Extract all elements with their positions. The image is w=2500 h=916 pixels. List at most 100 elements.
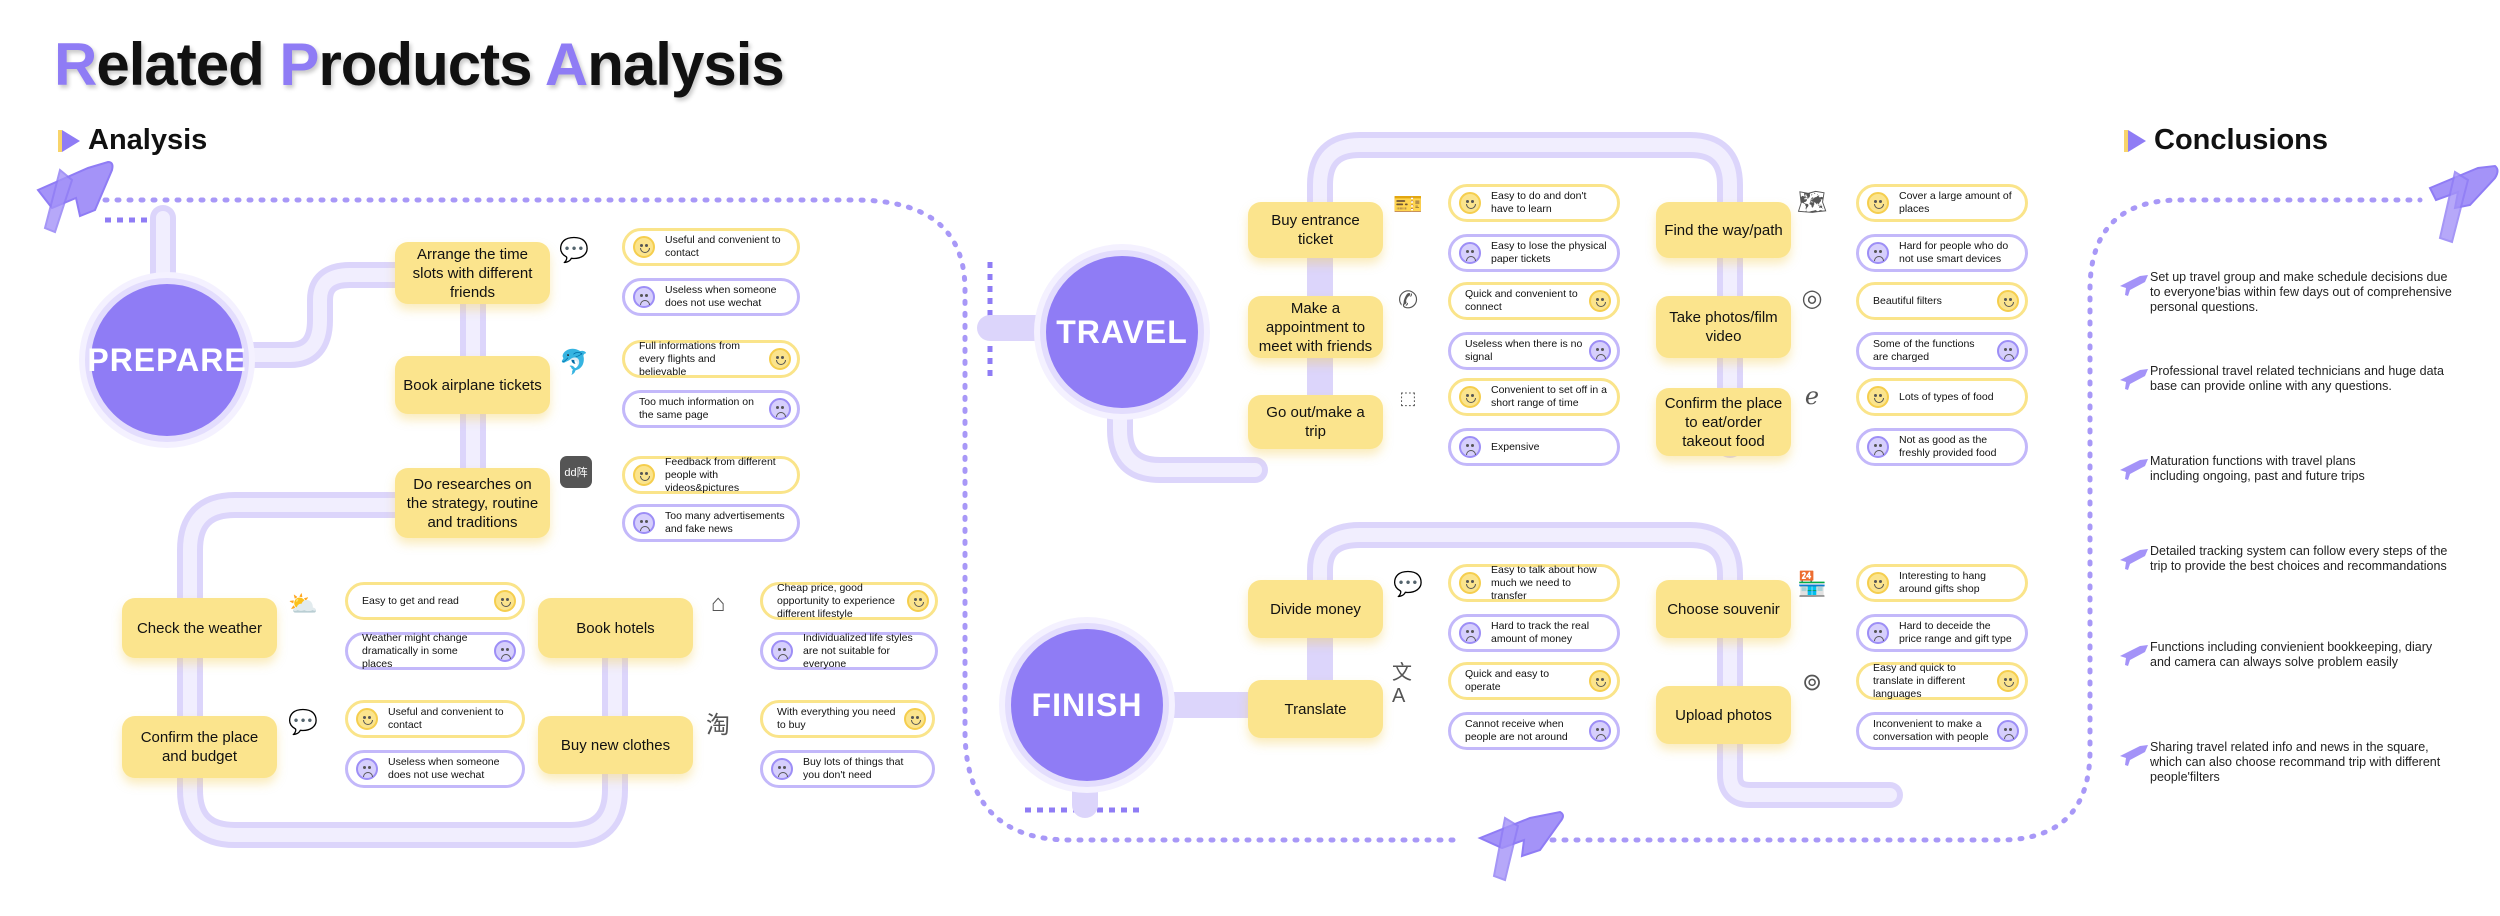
happy-face-icon	[633, 236, 655, 258]
sad-face-icon	[1459, 436, 1481, 458]
translate-icon: 文A	[1392, 662, 1412, 707]
sad-face-icon	[769, 398, 791, 420]
con-pill: Too much information on the same page	[622, 390, 800, 428]
step-upload-photos: Upload photos	[1656, 686, 1791, 744]
pro-pill: Full informations from every flights and…	[622, 340, 800, 378]
sad-face-icon	[494, 640, 516, 662]
ticket-icon: 🎫	[1393, 190, 1423, 218]
step-take-photos: Take photos/film video	[1656, 296, 1791, 358]
pro-pill: Convenient to set off in a short range o…	[1448, 378, 1620, 416]
phone-icon: ✆	[1397, 286, 1419, 314]
camera-icon: ◎	[1801, 284, 1823, 312]
pro-pill: Lots of types of food	[1856, 378, 2028, 416]
wechat-icon: 💬	[559, 236, 589, 264]
step-book-hotels: Book hotels	[538, 598, 693, 658]
con-pill: Useless when someone does not use wechat	[345, 750, 525, 788]
step-find-the-way: Find the way/path	[1656, 202, 1791, 258]
happy-face-icon	[1867, 192, 1889, 214]
happy-face-icon	[356, 708, 378, 730]
wechat-icon: 💬	[1393, 570, 1423, 598]
finish-circle: FINISH	[1005, 623, 1169, 787]
eleme-icon: ℯ	[1804, 382, 1820, 410]
happy-face-icon	[1589, 670, 1611, 692]
step-check-weather: Check the weather	[122, 598, 277, 658]
con-pill: Not as good as the freshly provided food	[1856, 428, 2028, 466]
airplane-icon	[2120, 459, 2148, 480]
step-confirm-place-budget: Confirm the place and budget	[122, 716, 277, 778]
sad-face-icon	[771, 640, 793, 662]
sad-face-icon	[771, 758, 793, 780]
happy-face-icon	[1997, 670, 2019, 692]
pro-pill: Interesting to hang around gifts shop	[1856, 564, 2028, 602]
pro-pill: Easy to get and read	[345, 582, 525, 620]
airplane-icon	[36, 160, 2499, 882]
airbnb-icon: ⌂	[710, 590, 726, 617]
airplane-icon	[2120, 275, 2148, 296]
step-divide-money: Divide money	[1248, 580, 1383, 638]
happy-face-icon	[1867, 572, 1889, 594]
happy-face-icon	[1459, 386, 1481, 408]
step-buy-clothes: Buy new clothes	[538, 716, 693, 774]
pro-pill: Cover a large amount of places	[1856, 184, 2028, 222]
happy-face-icon	[1589, 290, 1611, 312]
con-pill: Inconvenient to make a conversation with…	[1856, 712, 2028, 750]
happy-face-icon	[494, 590, 516, 612]
con-pill: Hard to track the real amount of money	[1448, 614, 1620, 652]
pro-pill: Useful and convenient to contact	[622, 228, 800, 266]
con-pill: Hard to deceide the price range and gift…	[1856, 614, 2028, 652]
airplane-icon	[2120, 745, 2148, 766]
sad-face-icon	[633, 512, 655, 534]
pro-pill: Cheap price, good opportunity to experie…	[760, 582, 938, 620]
step-choose-souvenir: Choose souvenir	[1656, 580, 1791, 638]
travel-circle: TRAVEL	[1040, 250, 1204, 414]
play-icon	[58, 129, 80, 152]
pro-pill: Easy and quick to translate in different…	[1856, 662, 2028, 700]
sad-face-icon	[1997, 720, 2019, 742]
step-arrange-time: Arrange the time slots with different fr…	[395, 242, 550, 304]
sad-face-icon	[356, 758, 378, 780]
sad-face-icon	[1459, 622, 1481, 644]
sad-face-icon	[1867, 242, 1889, 264]
conclusion-item: Set up travel group and make schedule de…	[2150, 270, 2452, 314]
sad-face-icon	[1867, 436, 1889, 458]
airplane-icon	[2120, 549, 2148, 570]
app-badge-icon: dd阵	[560, 456, 592, 488]
con-pill: Buy lots of things that you don't need	[760, 750, 935, 788]
con-pill: Some of the functions are charged	[1856, 332, 2028, 370]
sad-face-icon	[1459, 242, 1481, 264]
conclusions-heading: Conclusions	[2124, 124, 2328, 157]
weather-icon: ⛅	[288, 590, 318, 618]
con-pill: Weather might change dramatically in som…	[345, 632, 525, 670]
con-pill: Easy to lose the physical paper tickets	[1448, 234, 1620, 272]
map-icon: 🗺	[1796, 188, 1828, 216]
taobao-icon: 淘	[706, 711, 730, 739]
step-translate: Translate	[1248, 680, 1383, 738]
sad-face-icon	[1589, 340, 1611, 362]
sad-face-icon	[1997, 340, 2019, 362]
happy-face-icon	[1459, 572, 1481, 594]
conclusion-item: Detailed tracking system can follow ever…	[2150, 544, 2448, 573]
wechat-icon: 💬	[288, 708, 318, 736]
pro-pill: Beautiful filters	[1856, 282, 2028, 320]
pro-pill: Quick and easy to operate	[1448, 662, 1620, 700]
pro-pill: Quick and convenient to connect	[1448, 282, 1620, 320]
sad-face-icon	[1589, 720, 1611, 742]
play-icon	[2124, 129, 2146, 152]
step-book-airplane: Book airplane tickets	[395, 356, 550, 414]
happy-face-icon	[907, 590, 929, 612]
step-buy-entrance-ticket: Buy entrance ticket	[1248, 202, 1383, 258]
sad-face-icon	[633, 286, 655, 308]
con-pill: Cannot receive when people are not aroun…	[1448, 712, 1620, 750]
con-pill: Expensive	[1448, 428, 1620, 466]
happy-face-icon	[1997, 290, 2019, 312]
happy-face-icon	[1867, 386, 1889, 408]
page-title: Related Products Analysis	[54, 31, 785, 98]
ctrip-icon: 🐬	[559, 348, 589, 376]
step-confirm-place-to-eat: Confirm the place to eat/order takeout f…	[1656, 388, 1791, 456]
exit-icon: ⬚	[1399, 387, 1417, 408]
prepare-circle: PREPARE	[85, 278, 249, 442]
pro-pill: Feedback from different people with vide…	[622, 456, 800, 494]
conclusion-item: Professional travel related technicians …	[2150, 364, 2444, 393]
conclusion-item: Maturation functions with travel plans i…	[2150, 454, 2365, 483]
